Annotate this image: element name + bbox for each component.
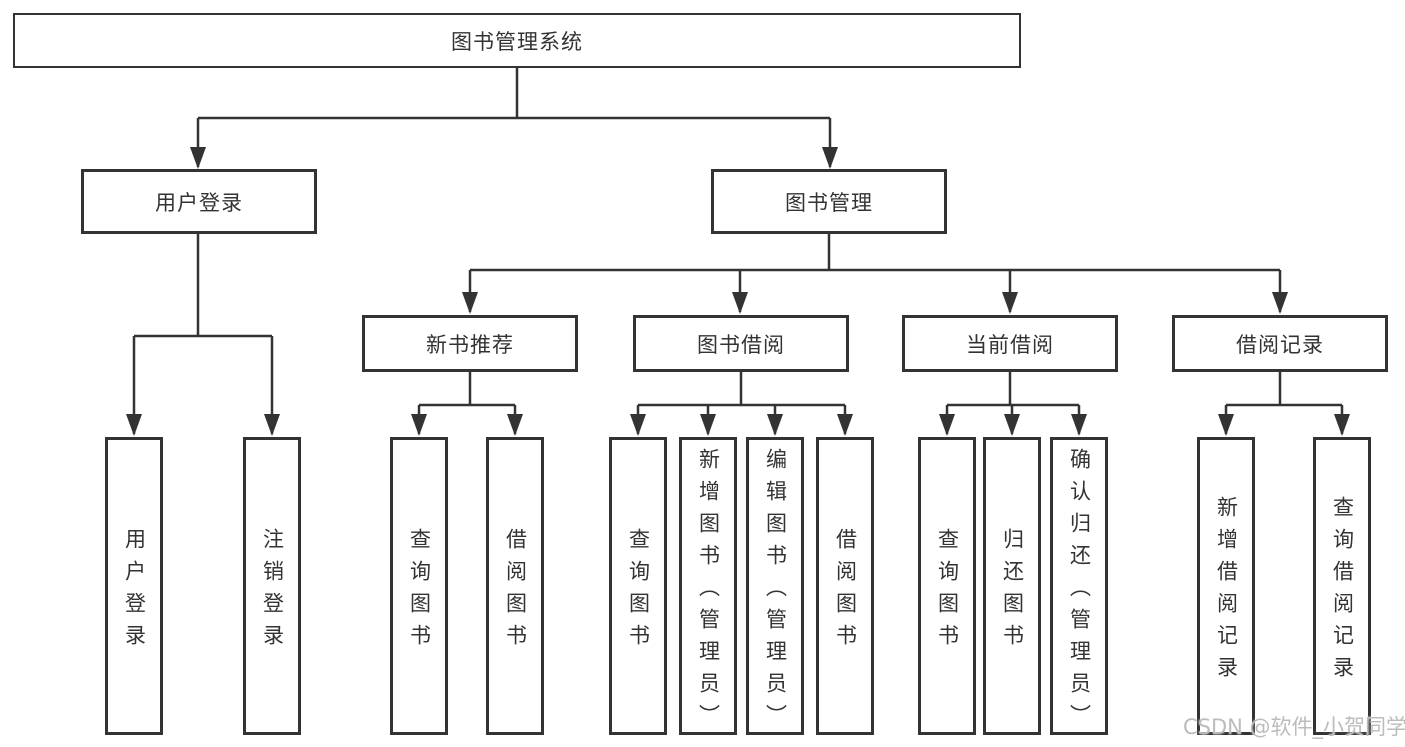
leaf-new-book-recommend-0: 查询图书 [390,437,448,735]
leaf-user-login-0: 用户登录 [105,437,163,735]
leaf-borrow-record-1-label: 查询借阅记录 [1330,495,1355,688]
leaf-current-borrow-0: 查询图书 [918,437,976,735]
leaf-book-borrow-1-label: 新增图书（管理员） [696,447,721,736]
watermark-text: CSDN @软件_小贺同学 [1183,715,1405,739]
leaf-borrow-record-0: 新增借阅记录 [1197,437,1255,735]
node-borrow-record-label: 借阅记录 [1236,332,1324,357]
node-new-book-recommend-label: 新书推荐 [426,332,514,357]
leaf-current-borrow-2: 确认归还（管理员） [1050,437,1108,736]
leaf-new-book-recommend-1-label: 借阅图书 [503,527,528,656]
node-book-management-label: 图书管理 [785,190,873,215]
leaf-user-login-1-label: 注销登录 [260,527,285,656]
leaf-book-borrow-2-label: 编辑图书（管理员） [763,447,788,736]
leaf-book-borrow-3: 借阅图书 [816,437,874,735]
leaf-book-borrow-0: 查询图书 [609,437,667,735]
node-user-login-label: 用户登录 [155,190,243,215]
node-book-borrow-label: 图书借阅 [697,332,785,357]
leaf-current-borrow-0-label: 查询图书 [935,527,960,656]
leaf-current-borrow-2-label: 确认归还（管理员） [1067,447,1092,736]
leaf-current-borrow-1: 归还图书 [983,437,1041,735]
node-book-management: 图书管理 [711,169,947,234]
leaf-new-book-recommend-0-label: 查询图书 [407,527,432,656]
node-current-borrow-label: 当前借阅 [966,332,1054,357]
leaf-book-borrow-0-label: 查询图书 [626,527,651,656]
leaf-book-borrow-1: 新增图书（管理员） [679,437,737,736]
node-root-label: 图书管理系统 [451,29,583,54]
node-book-borrow: 图书借阅 [633,315,849,372]
leaf-user-login-0-label: 用户登录 [122,527,147,656]
node-new-book-recommend: 新书推荐 [362,315,578,372]
leaf-user-login-1: 注销登录 [243,437,301,735]
node-user-login: 用户登录 [81,169,317,234]
node-current-borrow: 当前借阅 [902,315,1118,372]
leaf-new-book-recommend-1: 借阅图书 [486,437,544,735]
node-borrow-record: 借阅记录 [1172,315,1388,372]
leaf-borrow-record-0-label: 新增借阅记录 [1214,495,1239,688]
leaf-book-borrow-3-label: 借阅图书 [833,527,858,656]
leaf-book-borrow-2: 编辑图书（管理员） [746,437,804,736]
leaf-current-borrow-1-label: 归还图书 [1000,527,1025,656]
node-root: 图书管理系统 [13,13,1021,68]
leaf-borrow-record-1: 查询借阅记录 [1313,437,1371,735]
